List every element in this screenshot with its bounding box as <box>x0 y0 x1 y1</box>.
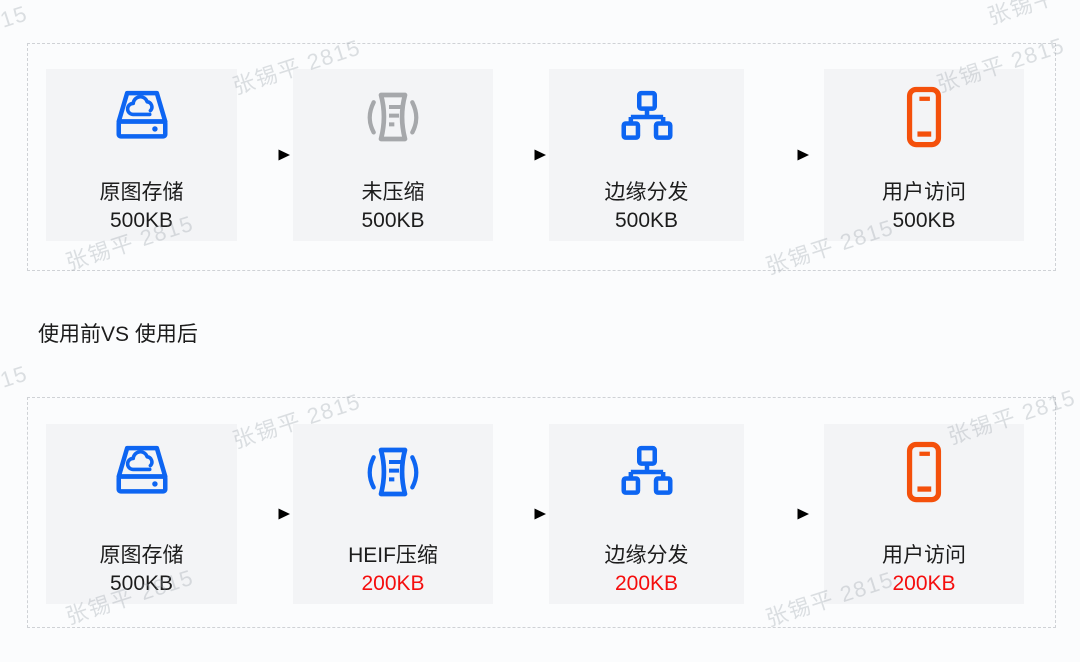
step-size: 500KB <box>614 209 679 232</box>
step-card-origin-storage: 原图存储 500KB <box>46 424 237 604</box>
phone-icon <box>903 85 945 149</box>
step-size: 500KB <box>361 209 425 232</box>
edge-network-icon <box>616 440 678 504</box>
step-card-uncompressed: 未压缩 500KB <box>293 69 493 241</box>
flow-arrow <box>494 149 546 161</box>
step-label: 原图存储 <box>99 544 184 567</box>
step-label: 未压缩 <box>361 181 425 204</box>
cloud-storage-icon <box>111 440 173 504</box>
step-label: 边缘分发 <box>604 181 689 204</box>
step-card-user-access: 用户访问 200KB <box>824 424 1024 604</box>
step-label: HEIF压缩 <box>348 544 438 567</box>
cloud-storage-icon <box>111 85 173 149</box>
step-size: 200KB <box>361 572 425 595</box>
step-size: 200KB <box>892 572 956 595</box>
flow-panel-after: 原图存储 500KB HEIF压缩 200KB 边缘分发 200KB 用户访问 … <box>27 397 1056 628</box>
comparison-heading: 使用前VS 使用后 <box>38 323 198 346</box>
flow-panel-before: 原图存储 500KB 未压缩 500KB 边缘分发 500KB 用户访问 500… <box>27 43 1056 271</box>
flow-arrow <box>238 149 290 161</box>
compress-icon <box>361 85 425 149</box>
edge-network-icon <box>616 85 678 149</box>
step-size: 500KB <box>892 209 956 232</box>
watermark-text: 张锡平 2815 <box>983 0 1080 31</box>
step-label: 用户访问 <box>882 181 966 204</box>
step-card-heif-compression: HEIF压缩 200KB <box>293 424 493 604</box>
compress-icon <box>361 440 425 504</box>
step-card-origin-storage: 原图存储 500KB <box>46 69 237 241</box>
flow-arrow <box>494 508 546 520</box>
step-label: 用户访问 <box>882 544 966 567</box>
flow-arrow <box>238 508 290 520</box>
step-size: 500KB <box>109 572 174 595</box>
step-card-user-access: 用户访问 500KB <box>824 69 1024 241</box>
step-label: 原图存储 <box>99 181 184 204</box>
step-label: 边缘分发 <box>604 544 689 567</box>
flow-arrow <box>757 508 809 520</box>
flow-arrow <box>757 149 809 161</box>
step-size: 200KB <box>614 572 679 595</box>
step-card-edge-distribution: 边缘分发 500KB <box>549 69 744 241</box>
step-size: 500KB <box>109 209 174 232</box>
step-card-edge-distribution: 边缘分发 200KB <box>549 424 744 604</box>
phone-icon <box>903 440 945 504</box>
